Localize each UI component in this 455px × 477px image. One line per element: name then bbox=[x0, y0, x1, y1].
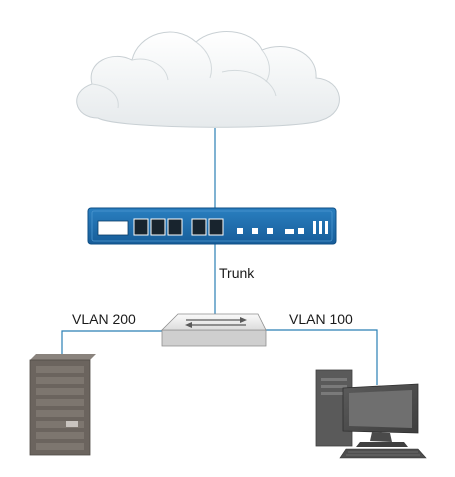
vlan-100-link bbox=[266, 329, 378, 385]
trunk-label: Trunk bbox=[219, 265, 255, 281]
cloud-icon bbox=[76, 31, 340, 128]
connection-lines bbox=[61, 128, 378, 385]
desktop-computer-icon bbox=[315, 369, 427, 459]
firewall-appliance-icon bbox=[87, 207, 337, 245]
network-switch-icon bbox=[161, 313, 267, 347]
vlan-100-label: VLAN 100 bbox=[289, 311, 353, 327]
server-tower-icon bbox=[29, 354, 96, 456]
vlan-200-link bbox=[61, 330, 162, 360]
vlan-200-label: VLAN 200 bbox=[72, 311, 136, 327]
